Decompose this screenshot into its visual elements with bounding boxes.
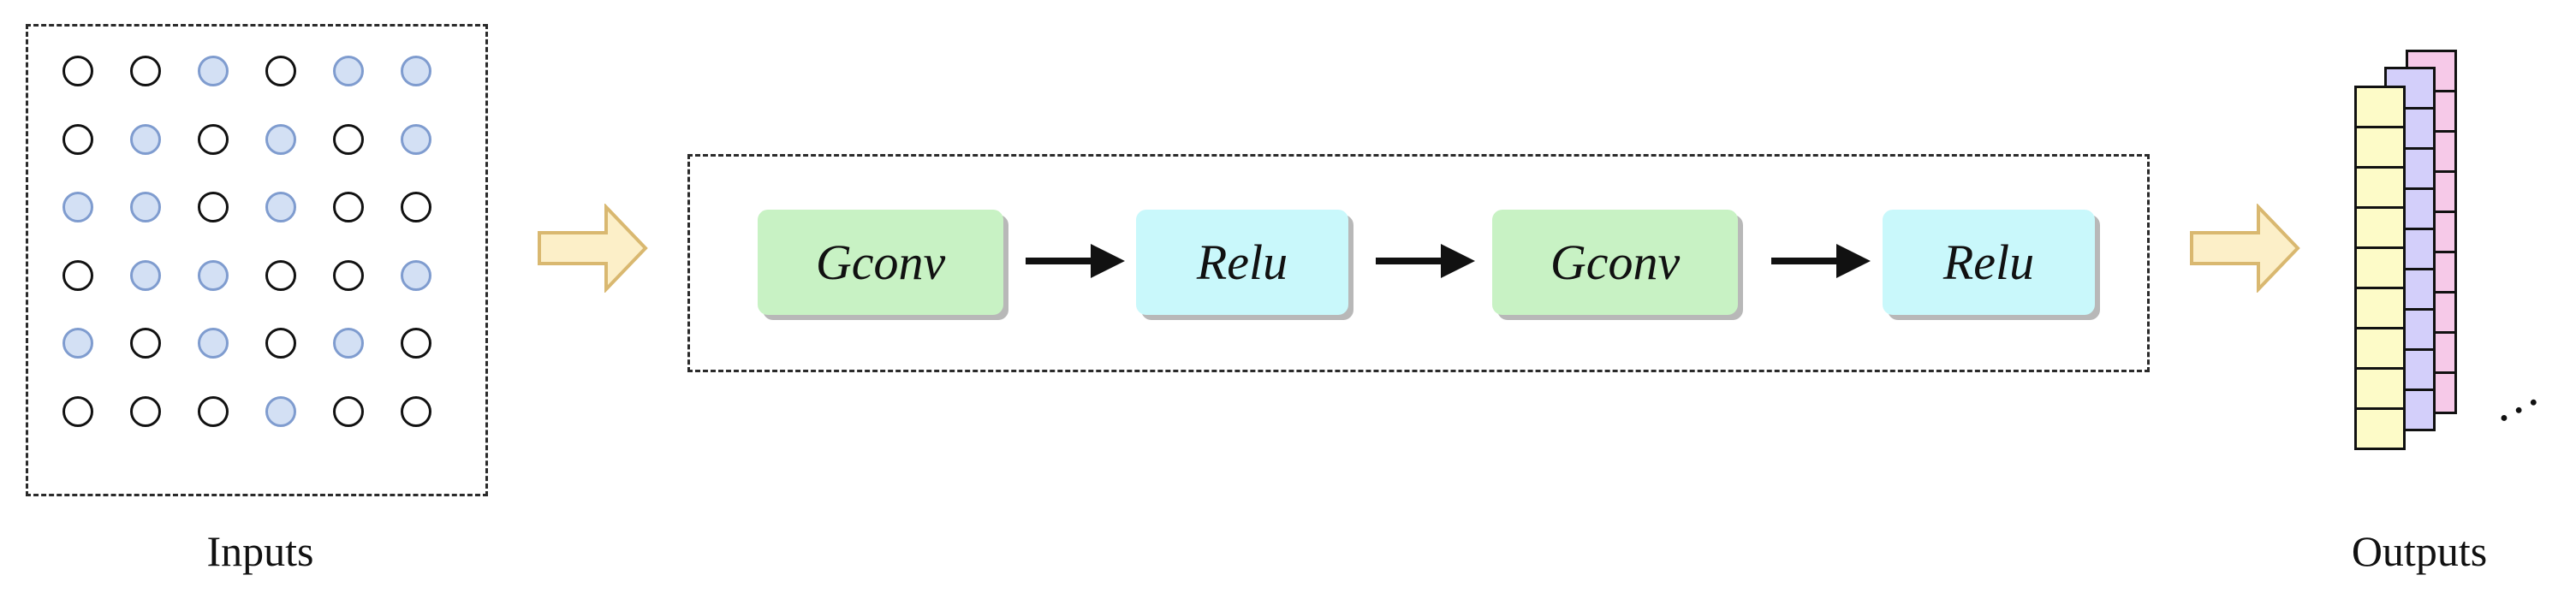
output-feature-cell [2354,407,2406,450]
input-node [62,395,93,427]
input-node-active [62,192,93,222]
input-node [62,123,93,155]
input-node-active [62,328,93,359]
pipeline-panel: Gconv Relu Gconv Relu [687,154,2150,372]
output-feature-cell [2354,166,2406,209]
input-node [198,192,229,222]
input-node-active [198,56,229,86]
input-node-active [401,259,431,291]
input-node-active [265,395,296,427]
input-node-active [401,56,431,86]
flow-arrow-icon [538,204,648,293]
input-node [62,259,93,291]
output-feature-column [2354,86,2406,471]
output-feature-cell [2354,206,2406,249]
input-node [130,395,161,427]
input-node [265,259,296,291]
output-feature-cell [2354,327,2406,370]
flow-arrow-icon [2190,204,2300,293]
input-node-active [333,56,364,86]
inputs-panel [26,24,488,496]
input-node-active [130,192,161,222]
input-node-active [130,123,161,155]
input-node [265,328,296,359]
input-node-active [333,328,364,359]
gconv-block-2: Gconv [1492,210,1738,315]
input-node-active [265,123,296,155]
input-node [198,395,229,427]
input-node-active [265,192,296,222]
relu-block-2: Relu [1883,210,2095,315]
input-node [333,123,364,155]
outputs-label: Outputs [2351,527,2488,575]
input-node [333,192,364,222]
arrow-right-icon [1376,244,1475,278]
inputs-label: Inputs [206,527,314,575]
input-node-active [198,328,229,359]
input-node [198,123,229,155]
input-node [401,328,431,359]
input-node-active [130,259,161,291]
input-node [401,192,431,222]
input-node-active [401,123,431,155]
gconv-block-1: Gconv [758,210,1003,315]
output-feature-cell [2354,287,2406,329]
arrow-right-icon [1771,244,1871,278]
input-node-grid [28,27,485,494]
input-node-active [198,259,229,291]
output-feature-cell [2354,86,2406,128]
input-node [265,56,296,86]
output-feature-cell [2354,126,2406,169]
input-node [62,56,93,86]
input-node [130,56,161,86]
input-node [333,395,364,427]
arrow-right-icon [1026,244,1125,278]
relu-block-1: Relu [1136,210,1348,315]
outputs-feature-stack [2354,50,2491,503]
output-feature-cell [2354,246,2406,289]
input-node [401,395,431,427]
input-node [130,328,161,359]
input-node [333,259,364,291]
output-feature-cell [2354,367,2406,410]
